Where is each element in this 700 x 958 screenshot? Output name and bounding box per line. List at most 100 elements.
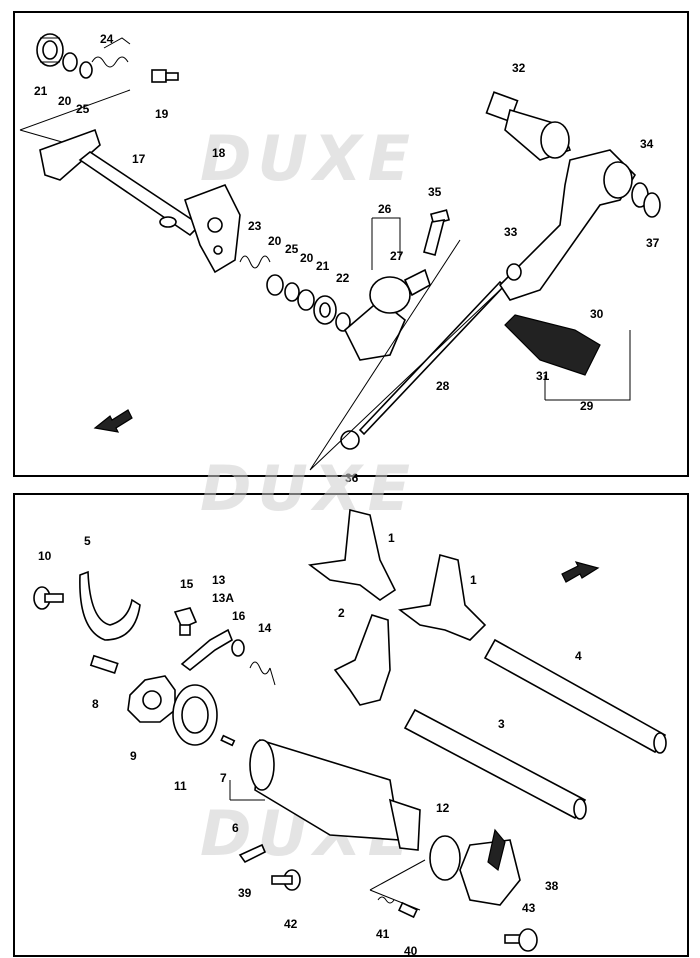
- label-40: 40: [404, 944, 418, 958]
- label-31: 31: [536, 369, 550, 383]
- leader-40-41: [369, 859, 426, 911]
- part-30-shift-lever: [498, 149, 637, 301]
- direction-arrow-bottom: [561, 561, 600, 583]
- part-4-fork-shaft: [483, 638, 667, 754]
- label-2: 2: [338, 606, 345, 620]
- part-12-bearing: [429, 835, 461, 881]
- part-5-stopper: [79, 570, 141, 641]
- part-21-bearing-b: [313, 295, 337, 325]
- label-17: 17: [132, 152, 146, 166]
- leader-28-36: [309, 239, 501, 471]
- label-16: 16: [232, 609, 246, 623]
- part-20-washer: [62, 52, 78, 72]
- part-43-screw: [504, 928, 538, 952]
- part-7-pin: [220, 734, 236, 747]
- label-38: 38: [545, 879, 559, 893]
- label-18: 18: [212, 146, 226, 160]
- label-25: 25: [76, 102, 90, 116]
- part-32-pivot-bolt: [485, 91, 572, 161]
- bottom-panel-frame: [13, 493, 689, 957]
- label-7: 7: [220, 771, 227, 785]
- label-1b: 1: [470, 573, 477, 587]
- label-9: 9: [130, 749, 137, 763]
- label-10: 10: [38, 549, 52, 563]
- label-42: 42: [284, 917, 298, 931]
- part-38-gear-position-switch: [459, 828, 521, 906]
- part-41-spring: [377, 896, 395, 904]
- part-23-spring: [239, 255, 271, 269]
- label-12: 12: [436, 801, 450, 815]
- part-1-shift-fork: [307, 508, 397, 601]
- part-13-clip: [180, 628, 233, 672]
- label-14: 14: [258, 621, 272, 635]
- part-16-washer: [231, 639, 245, 657]
- part-39-clip: [238, 843, 267, 864]
- part-18-plate: [183, 183, 241, 274]
- part-20-washer-b: [266, 274, 284, 296]
- label-29: 29: [580, 399, 594, 413]
- label-41: 41: [376, 927, 390, 941]
- part-11-bearing: [172, 684, 218, 746]
- label-11: 11: [174, 779, 187, 793]
- part-10-screw: [33, 586, 64, 610]
- label-27: 27: [390, 249, 404, 263]
- part-21-bearing: [36, 33, 64, 67]
- label-1: 1: [388, 531, 395, 545]
- label-19: 19: [155, 107, 169, 121]
- part-9-cam-plate: [127, 675, 176, 723]
- part-28-shift-rod: [340, 280, 506, 450]
- part-33-nut: [506, 263, 522, 281]
- part-17-gearshift-shaft: [39, 128, 202, 237]
- label-5: 5: [84, 534, 91, 548]
- label-24: 24: [100, 32, 114, 46]
- part-3-fork-shaft: [403, 708, 587, 820]
- label-21b: 21: [316, 259, 330, 273]
- label-4: 4: [575, 649, 582, 663]
- direction-arrow-top: [93, 409, 133, 433]
- label-3: 3: [498, 717, 505, 731]
- part-22-washer: [335, 312, 351, 332]
- part-26-shift-arm: [344, 268, 431, 361]
- label-20c: 20: [300, 251, 314, 265]
- label-25b: 25: [285, 242, 299, 256]
- top-panel-frame: [13, 11, 689, 477]
- watermark-top: DUXE: [200, 122, 416, 195]
- leader-29: [544, 330, 631, 401]
- label-20b: 20: [268, 234, 282, 248]
- label-34: 34: [640, 137, 654, 151]
- label-13: 13: [212, 573, 226, 587]
- part-35-bolt: [423, 209, 451, 256]
- label-28: 28: [436, 379, 450, 393]
- bottom-panel: DUXE DUXE: [13, 452, 689, 958]
- part-1-shift-fork-b: [398, 553, 487, 641]
- part-20-washer-c: [297, 289, 315, 311]
- part-14-spring: [249, 661, 276, 686]
- part-25-washer-b: [284, 282, 300, 302]
- label-36: 36: [345, 471, 359, 485]
- label-43: 43: [522, 901, 536, 915]
- part-6-gearshift-cam: [249, 738, 421, 851]
- leader-6: [229, 780, 265, 801]
- label-13a: 13A: [212, 591, 234, 605]
- watermark-middle: DUXE: [200, 452, 416, 525]
- label-22: 22: [336, 271, 350, 285]
- label-35: 35: [428, 185, 442, 199]
- label-21: 21: [34, 84, 48, 98]
- part-31-footrest-rubber: [504, 314, 601, 376]
- part-2-shift-fork: [333, 614, 391, 706]
- label-39: 39: [238, 886, 252, 900]
- part-15-bolt: [173, 607, 198, 636]
- leader-26-27: [371, 217, 401, 270]
- part-25-washer: [79, 61, 93, 79]
- label-26: 26: [378, 202, 392, 216]
- part-19-bolt: [151, 69, 179, 83]
- label-23: 23: [248, 219, 262, 233]
- label-15: 15: [180, 577, 194, 591]
- part-8-pin: [89, 654, 119, 675]
- label-37: 37: [646, 236, 660, 250]
- part-24-spring: [91, 37, 131, 68]
- label-32: 32: [512, 61, 526, 75]
- part-42-screw: [271, 869, 301, 891]
- label-6: 6: [232, 821, 239, 835]
